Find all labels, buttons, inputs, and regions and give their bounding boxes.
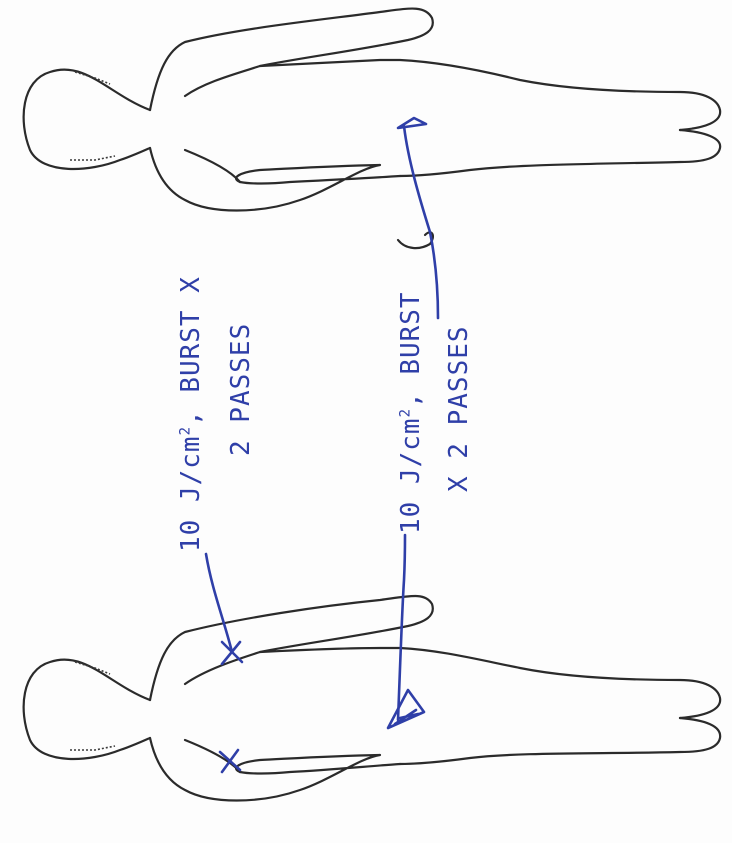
- lower-note-line-1: 10 J/cm2, BURST: [398, 291, 424, 534]
- x-mark-left: [220, 750, 240, 772]
- upper-body-outline: [24, 9, 721, 249]
- upper-note-line-1: 10 J/cm2, BURST X: [178, 276, 204, 552]
- upper-note-line-2: 2 PASSES: [228, 323, 254, 456]
- lower-triangle-marker: [388, 690, 424, 728]
- lower-body-outline: [24, 596, 721, 801]
- upper-triangle-marker: [398, 118, 426, 128]
- lower-note-line-2: X 2 PASSES: [446, 325, 472, 492]
